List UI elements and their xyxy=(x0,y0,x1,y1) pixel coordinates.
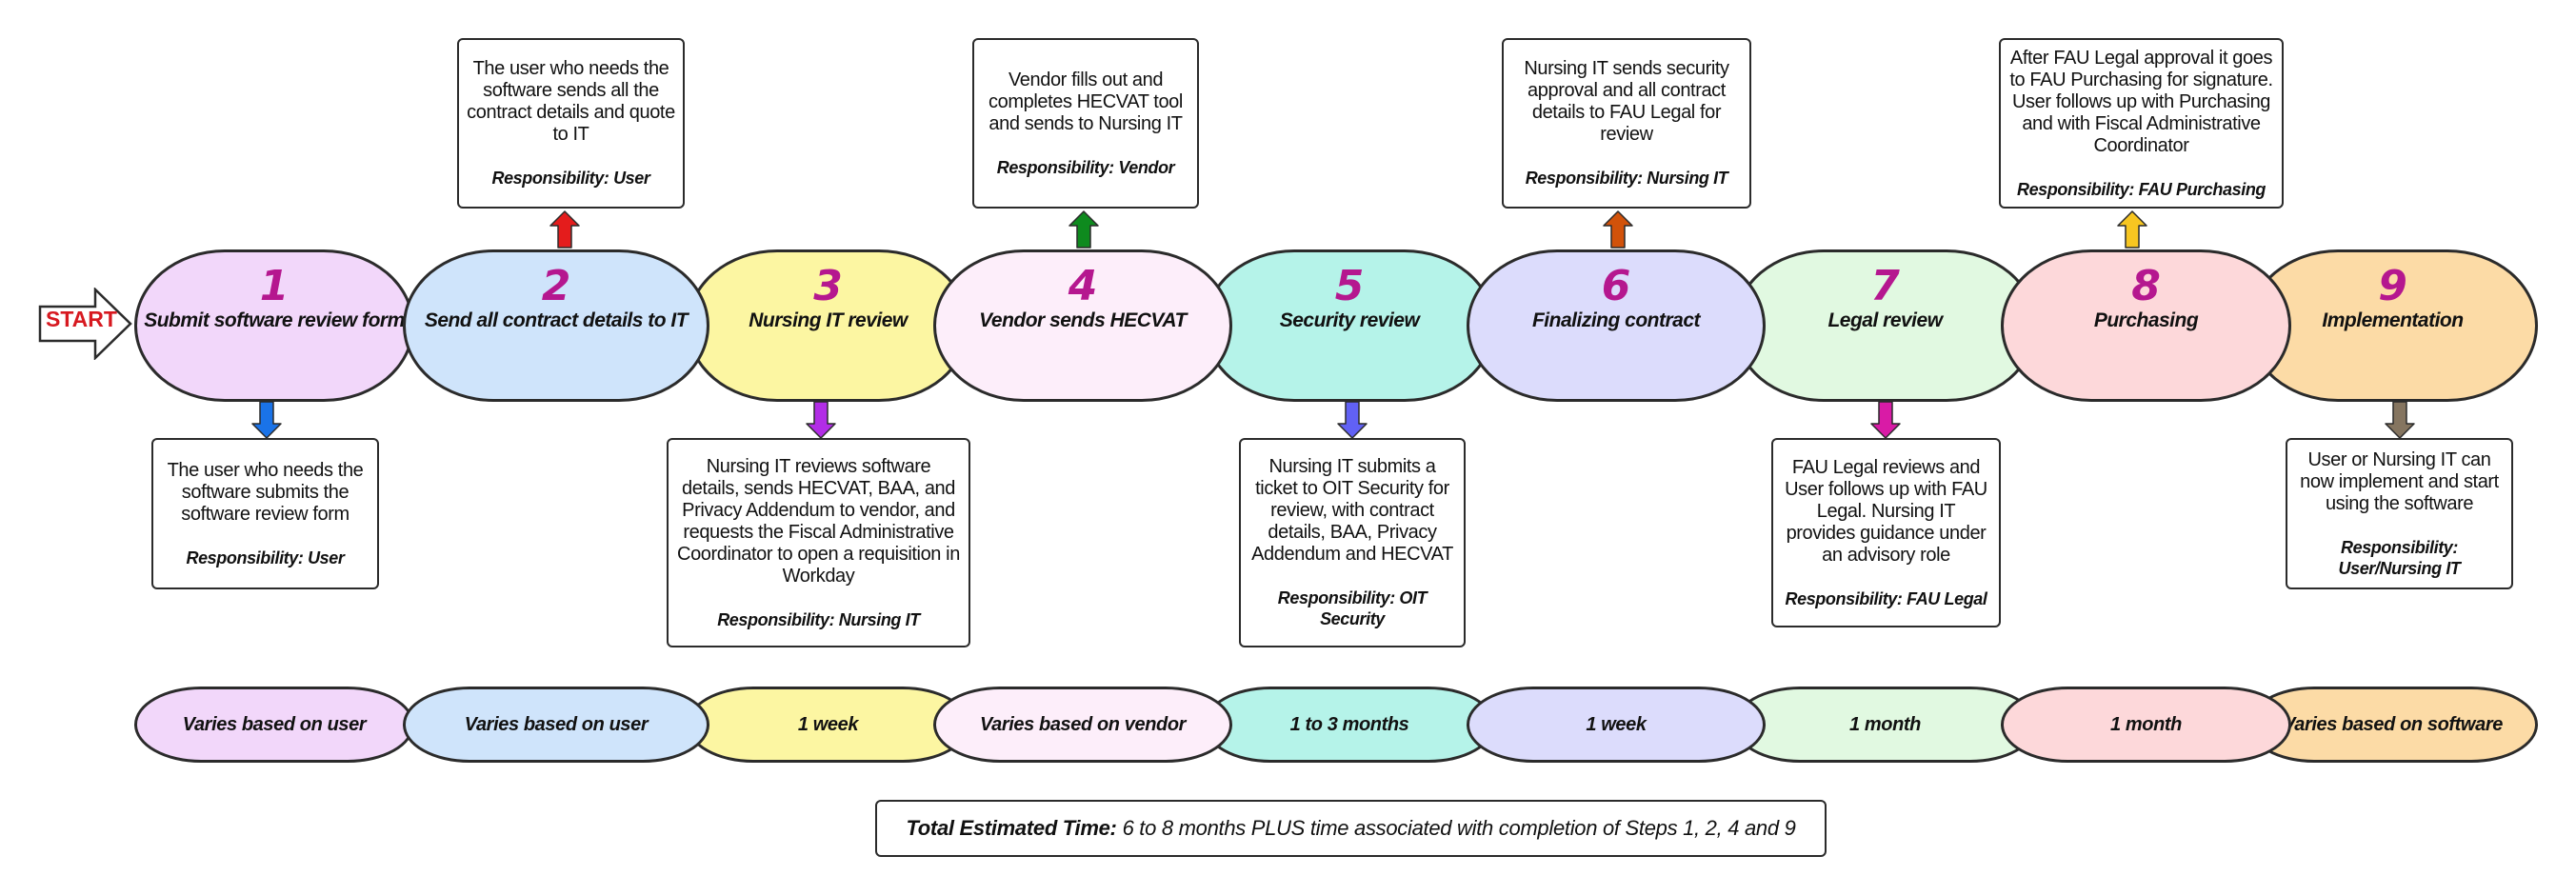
step-label: Finalizing contract xyxy=(1531,309,1701,331)
step-detail-box: Vendor fills out and completes HECVAT to… xyxy=(972,38,1199,209)
arrow-up-icon xyxy=(549,210,580,249)
step-number: 5 xyxy=(1334,262,1365,310)
step-detail-box: The user who needs the software sends al… xyxy=(457,38,685,209)
duration-pill: 1 week xyxy=(687,687,969,763)
step-detail-text: Nursing IT submits a ticket to OIT Secur… xyxy=(1251,456,1453,565)
step-number: 6 xyxy=(1601,262,1631,310)
step-number: 7 xyxy=(1870,262,1900,310)
step-detail-text: User or Nursing IT can now implement and… xyxy=(2300,448,2499,514)
arrow-down-icon xyxy=(251,401,282,439)
step-responsibility: Responsibility: OIT Security xyxy=(1277,588,1428,628)
step-detail-text: Nursing IT reviews software details, sen… xyxy=(677,455,960,587)
step-detail-text: Vendor fills out and completes HECVAT to… xyxy=(988,69,1183,134)
step-label: Send all contract details to IT xyxy=(424,309,689,331)
duration-text: Varies based on user xyxy=(182,713,367,735)
start-arrow: START xyxy=(38,287,133,361)
step-detail-box: After FAU Legal approval it goes to FAU … xyxy=(1999,38,2284,209)
duration-text: 1 to 3 months xyxy=(1289,713,1409,735)
arrow-down-icon xyxy=(1337,401,1368,439)
duration-text: Varies based on software xyxy=(2283,713,2503,735)
step-detail-text: The user who needs the software sends al… xyxy=(467,58,675,145)
step-detail-text: Nursing IT sends security approval and a… xyxy=(1524,58,1729,145)
total-value: 6 to 8 months PLUS time associated with … xyxy=(1122,816,1796,840)
step-responsibility: Responsibility: FAU Purchasing xyxy=(2016,179,2266,199)
start-arrow-icon xyxy=(38,287,132,361)
step-detail-box: Nursing IT submits a ticket to OIT Secur… xyxy=(1239,438,1466,647)
step-number: 4 xyxy=(1068,262,1098,310)
step-label: Nursing IT review xyxy=(749,309,908,331)
step-label: Vendor sends HECVAT xyxy=(979,309,1187,331)
step-responsibility: Responsibility: Nursing IT xyxy=(1525,169,1728,188)
step-responsibility: Responsibility: Nursing IT xyxy=(717,609,920,629)
step-number: 8 xyxy=(2131,262,2161,310)
duration-pill: 1 week xyxy=(1467,687,1766,763)
start-label: START xyxy=(46,307,117,331)
arrow-up-icon xyxy=(2117,210,2147,249)
duration-pill: 1 to 3 months xyxy=(1204,687,1495,763)
arrow-down-icon xyxy=(2385,401,2415,439)
step-detail-text: FAU Legal reviews and User follows up wi… xyxy=(1785,456,1987,566)
duration-text: Varies based on user xyxy=(464,713,649,735)
step-number: 3 xyxy=(813,262,843,310)
step-number: 2 xyxy=(541,262,571,310)
step-detail-text: After FAU Legal approval it goes to FAU … xyxy=(2009,47,2273,156)
arrow-up-icon xyxy=(1068,210,1099,249)
step-number: 1 xyxy=(259,262,290,310)
step-responsibility: Responsibility: User/Nursing IT xyxy=(2338,537,2461,578)
step-detail-box: User or Nursing IT can now implement and… xyxy=(2286,438,2513,589)
duration-text: 1 month xyxy=(1849,713,1921,735)
step-label: Purchasing xyxy=(2093,309,2199,331)
total-label: Total Estimated Time: xyxy=(906,816,1117,840)
step-detail-box: The user who needs the software submits … xyxy=(151,438,379,589)
step-label: Security review xyxy=(1279,309,1420,331)
duration-pill: Varies based on user xyxy=(134,687,414,763)
step-responsibility: Responsibility: User xyxy=(186,548,345,567)
step-responsibility: Responsibility: User xyxy=(491,169,650,188)
arrow-down-icon xyxy=(806,401,836,439)
duration-pill: Varies based on vendor xyxy=(933,687,1232,763)
duration-text: Varies based on vendor xyxy=(979,713,1187,735)
step-detail-text: The user who needs the software submits … xyxy=(167,459,364,525)
step-responsibility: Responsibility: FAU Legal xyxy=(1785,588,1987,608)
duration-pill: 1 month xyxy=(1733,687,2037,763)
step-responsibility: Responsibility: Vendor xyxy=(996,157,1175,177)
arrow-up-icon xyxy=(1603,210,1633,249)
step-label: Legal review xyxy=(1827,309,1943,331)
total-estimated-time: Total Estimated Time: 6 to 8 months PLUS… xyxy=(875,800,1827,857)
arrow-down-icon xyxy=(1870,401,1901,439)
duration-text: 1 month xyxy=(2110,713,2182,735)
duration-pill: 1 month xyxy=(2001,687,2291,763)
duration-text: 1 week xyxy=(797,713,859,735)
step-detail-box: Nursing IT sends security approval and a… xyxy=(1502,38,1751,209)
step-label: Submit software review form xyxy=(144,309,405,331)
step-number: 9 xyxy=(2378,262,2407,310)
step-detail-box: Nursing IT reviews software details, sen… xyxy=(667,438,970,647)
duration-pill: Varies based on user xyxy=(403,687,709,763)
duration-text: 1 week xyxy=(1586,713,1647,735)
step-detail-box: FAU Legal reviews and User follows up wi… xyxy=(1771,438,2001,627)
step-label: Implementation xyxy=(2322,309,2464,331)
